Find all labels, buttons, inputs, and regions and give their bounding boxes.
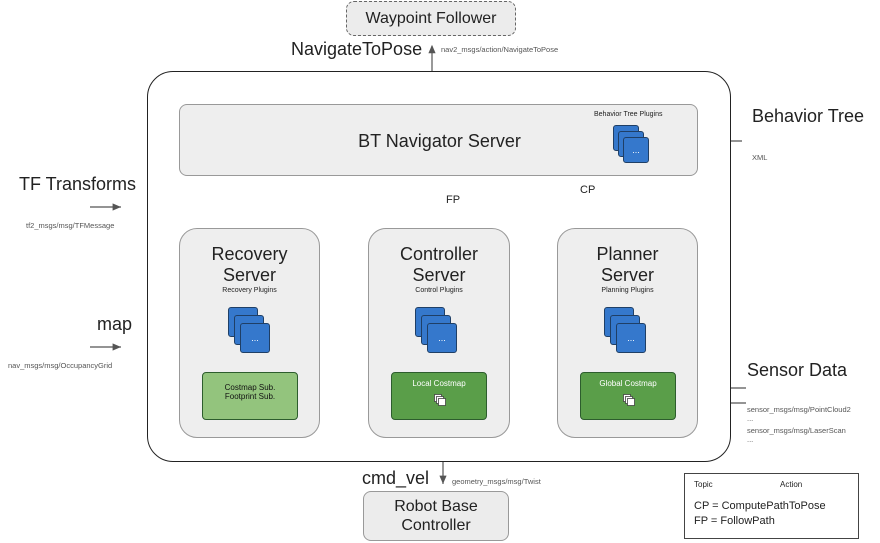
map-msg: nav_msgs/msg/OccupancyGrid bbox=[8, 361, 113, 370]
planner-plugin-icon-3: ... bbox=[616, 323, 646, 353]
cmd-vel-msg: geometry_msgs/msg/Twist bbox=[452, 477, 541, 486]
behavior-tree-plugins-label: Behavior Tree Plugins bbox=[594, 111, 663, 118]
robot-base-line1: Robot Base bbox=[394, 498, 478, 515]
global-costmap-box: Global Costmap bbox=[580, 372, 676, 420]
global-costmap-label: Global Costmap bbox=[599, 379, 657, 388]
sensor-data-label: Sensor Data bbox=[747, 360, 848, 380]
recovery-plugins-label: Recovery Plugins bbox=[222, 287, 277, 294]
legend-fp: FP = FollowPath bbox=[694, 515, 775, 527]
recovery-title-line1: Recovery bbox=[211, 244, 288, 264]
sensor-msg-ellipsis-1: ... bbox=[747, 414, 754, 423]
tf-transforms-msg: tf2_msgs/msg/TFMessage bbox=[26, 221, 115, 230]
control-plugins-label: Control Plugins bbox=[415, 287, 463, 294]
local-costmap-label: Local Costmap bbox=[412, 379, 466, 388]
behavior-tree-msg: XML bbox=[752, 153, 768, 162]
local-costmap-box: Local Costmap bbox=[391, 372, 487, 420]
behavior-tree-label: Behavior Tree bbox=[752, 106, 865, 126]
local-costmap-copy-icon bbox=[434, 394, 446, 406]
fp-edge-label: FP bbox=[446, 194, 461, 206]
robot-base-controller: Robot Base Controller bbox=[363, 491, 509, 541]
legend-action-label: Action bbox=[780, 480, 803, 489]
global-costmap-copy-icon bbox=[623, 394, 635, 406]
costmap-sub-line1: Costmap Sub. bbox=[224, 383, 276, 392]
robot-base-line2: Controller bbox=[401, 517, 471, 534]
sensor-msg-ellipsis-2: ... bbox=[747, 435, 754, 444]
costmap-sub-box: Costmap Sub. Footprint Sub. bbox=[202, 372, 298, 420]
planning-plugins-label: Planning Plugins bbox=[601, 287, 654, 294]
cp-edge-label: CP bbox=[580, 184, 596, 196]
sensor-msg-laserscan: sensor_msgs/msg/LaserScan bbox=[747, 426, 846, 435]
navigate-to-pose-msg: nav2_msgs/action/NavigateToPose bbox=[441, 45, 559, 54]
recovery-title-line2: Server bbox=[222, 265, 276, 285]
controller-title-line2: Server bbox=[412, 265, 466, 285]
legend-topic-label: Topic bbox=[694, 480, 713, 489]
controller-title-line1: Controller bbox=[399, 244, 479, 264]
costmap-sub-line2: Footprint Sub. bbox=[224, 392, 276, 401]
tf-transforms-label: TF Transforms bbox=[19, 174, 137, 194]
planner-title-line2: Server bbox=[600, 265, 654, 285]
navigate-to-pose-label: NavigateToPose bbox=[291, 39, 423, 59]
cmd-vel-label: cmd_vel bbox=[362, 468, 430, 488]
recovery-server: Recovery Server Recovery Plugins ... Cos… bbox=[179, 228, 320, 438]
controller-plugin-icon-3: ... bbox=[427, 323, 457, 353]
waypoint-follower-box: Waypoint Follower bbox=[346, 1, 516, 36]
legend-cp: CP = ComputePathToPose bbox=[694, 500, 826, 512]
sensor-msg-pointcloud: sensor_msgs/msg/PointCloud2 bbox=[747, 405, 851, 414]
recovery-plugin-icon-3: ... bbox=[240, 323, 270, 353]
bt-navigator-server: BT Navigator Server Behavior Tree Plugin… bbox=[179, 104, 698, 176]
planner-server: Planner Server Planning Plugins ... Glob… bbox=[557, 228, 698, 438]
legend-box: Topic Action CP = ComputePathToPose FP =… bbox=[684, 473, 859, 539]
bt-navigator-title: BT Navigator Server bbox=[358, 130, 521, 151]
map-label: map bbox=[97, 314, 133, 334]
controller-server: Controller Server Control Plugins ... Lo… bbox=[368, 228, 510, 438]
waypoint-follower-label: Waypoint Follower bbox=[365, 9, 497, 27]
planner-title-line1: Planner bbox=[596, 244, 659, 264]
bt-plugin-icon-3: ... bbox=[623, 137, 649, 163]
